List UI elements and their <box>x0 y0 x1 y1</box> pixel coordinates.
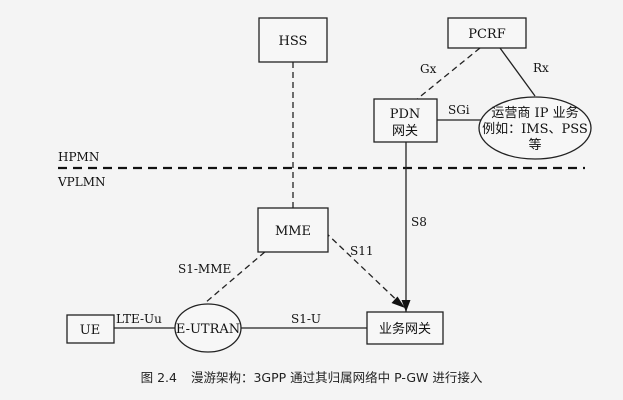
mme-label: MME <box>275 224 311 239</box>
operator-ip-services-label-line3: 等 <box>528 137 541 153</box>
eutran-label: E-UTRAN <box>176 322 240 337</box>
gx-interface-label: Gx <box>420 62 437 76</box>
figure-number: 图 2.4 <box>140 370 177 385</box>
pcrf-box <box>447 17 527 49</box>
pcrf-ims-rx-link <box>499 47 536 97</box>
serving-gateway-box <box>366 311 444 345</box>
pdn-gateway-label-line2: 网关 <box>392 124 418 139</box>
s11-arrowhead <box>391 296 405 308</box>
figure-caption-text: 漫游架构：3GPP 通过其归属网络中 P-GW 进行接入 <box>190 370 483 385</box>
hss-box <box>258 17 328 63</box>
ue-box <box>66 314 115 344</box>
s8-arrowhead <box>401 300 411 312</box>
pdn-gateway-box <box>373 98 438 143</box>
s1-u-interface-label: S1-U <box>291 312 321 326</box>
eutran-ellipse <box>174 303 242 353</box>
mme-sgw-s11-link <box>324 231 406 309</box>
operator-ip-services-ellipse <box>478 96 592 160</box>
lte-uu-interface-label: LTE-Uu <box>116 312 162 326</box>
sgi-interface-label: SGi <box>448 103 470 117</box>
s1-mme-interface-label: S1-MME <box>178 262 231 276</box>
s8-interface-label: S8 <box>411 215 427 229</box>
pcrf-label: PCRF <box>468 27 506 42</box>
mme-eutran-s1mme-link <box>204 238 281 304</box>
pcrf-pdn-gx-link <box>415 47 481 101</box>
operator-ip-services-label-line2: 例如：IMS、PSS <box>482 121 588 137</box>
ue-label: UE <box>80 323 100 338</box>
vplmn-label: VPLMN <box>57 175 106 189</box>
figure-caption: 图 2.4 漫游架构：3GPP 通过其归属网络中 P-GW 进行接入 <box>0 367 623 386</box>
hpmn-label: HPMN <box>58 150 99 164</box>
rx-interface-label: Rx <box>533 61 549 75</box>
s11-interface-label: S11 <box>350 244 374 258</box>
pdn-gateway-label-line1: PDN <box>390 107 421 122</box>
operator-ip-services-label-line1: 运营商 IP 业务 <box>491 105 578 121</box>
hss-label: HSS <box>279 34 308 49</box>
mme-box <box>257 207 329 253</box>
serving-gateway-label: 业务网关 <box>379 321 431 337</box>
